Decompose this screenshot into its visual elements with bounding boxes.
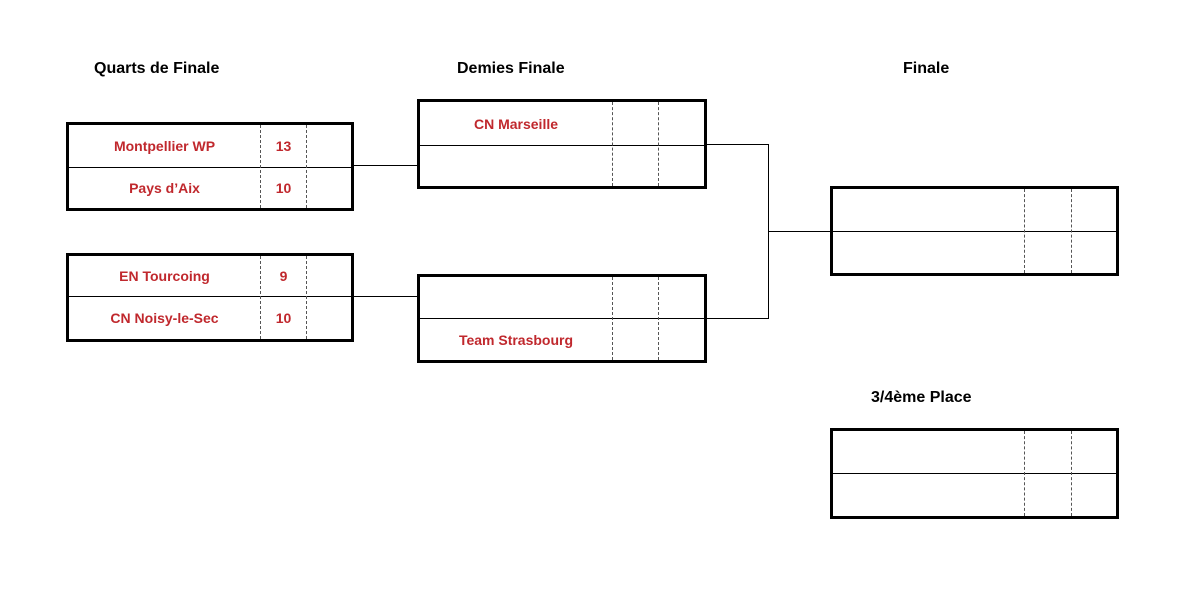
score-column-divider: [306, 256, 307, 339]
team-name: [833, 474, 1024, 516]
team-name: CN Noisy-le-Sec: [110, 310, 219, 326]
final-heading: Finale: [903, 60, 950, 77]
score-column-divider: [1024, 431, 1025, 516]
score-column-divider: [1071, 189, 1072, 273]
semifinals-heading: Demies Finale: [457, 60, 565, 77]
score-column-divider: [658, 277, 659, 360]
team-score: [1025, 189, 1071, 231]
third-place-match: [830, 428, 1119, 519]
connector-sf2-out: [707, 318, 768, 319]
team-name: [833, 232, 1024, 273]
team-score: [613, 277, 658, 318]
score-column-divider: [306, 125, 307, 208]
team-name: Montpellier WP: [113, 138, 216, 154]
match-row-divider: [833, 473, 1116, 474]
semifinal-match-1: CN Marseille: [417, 99, 707, 189]
score-column-divider: [658, 102, 659, 186]
third-place-heading: 3/4ème Place: [871, 389, 972, 406]
team-score: [613, 319, 658, 360]
team-score: [1025, 232, 1071, 273]
team-score: [1025, 474, 1071, 516]
team-score: [613, 102, 658, 145]
score-column-divider: [260, 125, 261, 208]
match-row-divider: [833, 231, 1116, 232]
team-name: CN Marseille: [473, 115, 559, 132]
connector-sf1-out: [707, 144, 768, 145]
team-name: [420, 277, 612, 318]
team-name: EN Tourcoing: [119, 268, 210, 284]
score-column-divider: [612, 102, 613, 186]
team-score: 13: [275, 138, 292, 154]
score-column-divider: [612, 277, 613, 360]
score-column-divider: [1071, 431, 1072, 516]
match-row-divider: [69, 167, 351, 168]
quarterfinal-match-2: EN Tourcoing 9 CN Noisy-le-Sec 10: [66, 253, 354, 342]
team-name: [833, 431, 1024, 473]
team-score: [613, 146, 658, 186]
final-match: [830, 186, 1119, 276]
team-score: 10: [275, 310, 292, 326]
match-row-divider: [420, 145, 704, 146]
score-column-divider: [260, 256, 261, 339]
team-score: [1025, 431, 1071, 473]
quarterfinal-match-1: Montpellier WP 13 Pays d’Aix 10: [66, 122, 354, 211]
team-name: Team Strasbourg: [458, 331, 574, 348]
team-name: Pays d’Aix: [129, 180, 200, 196]
connector-qf2-to-sf2: [354, 296, 417, 297]
score-column-divider: [1024, 189, 1025, 273]
match-row-divider: [69, 296, 351, 297]
connector-to-final: [768, 231, 830, 232]
quarterfinals-heading: Quarts de Finale: [94, 60, 220, 77]
team-name: [420, 146, 612, 186]
connector-qf1-to-sf1: [354, 165, 417, 166]
team-score: 9: [279, 268, 288, 284]
team-name: [833, 189, 1024, 231]
team-score: 10: [275, 180, 292, 196]
match-row-divider: [420, 318, 704, 319]
semifinal-match-2: Team Strasbourg: [417, 274, 707, 363]
